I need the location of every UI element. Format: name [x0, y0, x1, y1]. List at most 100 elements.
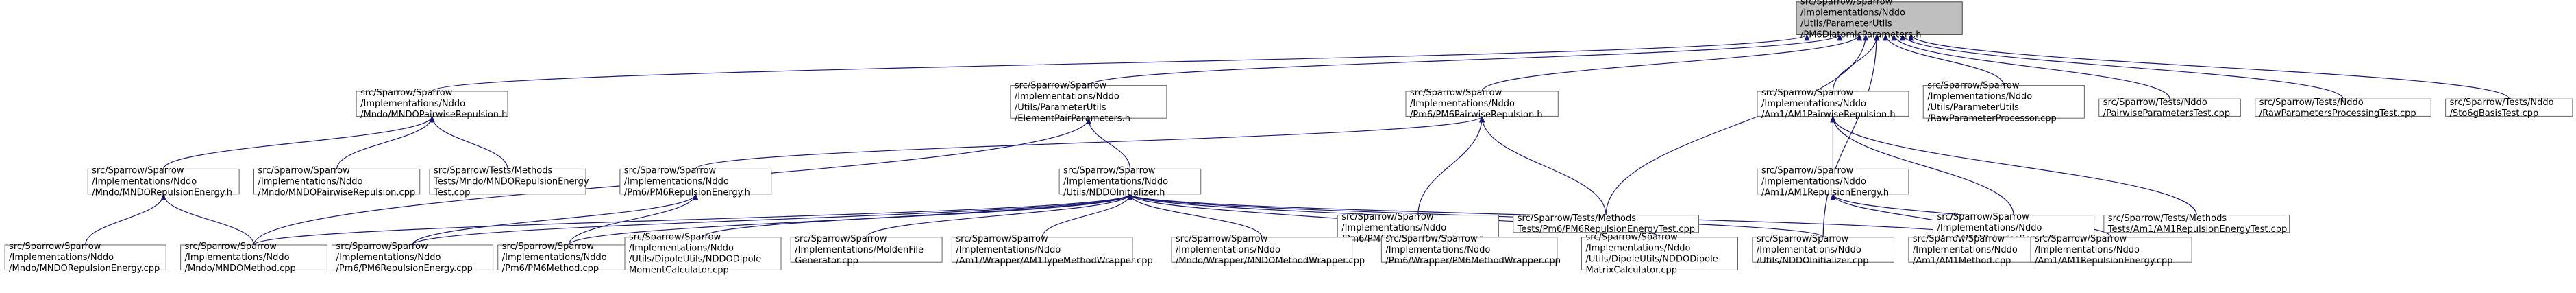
node-box: [497, 244, 640, 270]
graph-node-am1-pair-h[interactable]: src/Sparrow/Sparrow/Implementations/Nddo…: [1757, 88, 1909, 120]
graph-node-raw-param-cpp[interactable]: src/Sparrow/Sparrow/Implementations/Nddo…: [1922, 80, 2085, 124]
node-label: src/Sparrow/Sparrow/Implementations/Nddo…: [92, 166, 232, 198]
graph-node-pm6-rep-energy-h[interactable]: src/Sparrow/Sparrow/Implementations/Nddo…: [619, 166, 772, 198]
include-edge: [1605, 34, 1869, 215]
node-label-line: /RawParameterProcessor.cpp: [1927, 113, 2057, 124]
node-label-line: src/Sparrow/Sparrow: [1761, 88, 1854, 98]
node-label-line: src/Sparrow/Sparrow: [956, 234, 1048, 244]
graph-node-am1-wrapper-cpp[interactable]: src/Sparrow/Sparrow/Implementations/Nddo…: [951, 234, 1153, 266]
node-label-line: /Mndo/MNDOMethod.cpp: [185, 263, 296, 274]
graph-node-am1-rep-energy-h[interactable]: src/Sparrow/Sparrow/Implementations/Nddo…: [1757, 166, 1909, 198]
include-edge: [1127, 193, 1263, 237]
node-box: [1752, 237, 1894, 263]
graph-node-dipole-calc-cpp[interactable]: src/Sparrow/Sparrow/Implementations/Nddo…: [624, 233, 782, 276]
node-label-line: src/Sparrow/Tests/Methods: [2108, 213, 2227, 224]
node-label-line: /Implementations/Nddo: [1761, 99, 1866, 109]
node-label-line: src/Sparrow/Tests/Methods: [434, 166, 552, 176]
node-label-line: /Implementations/Nddo: [1341, 223, 1446, 233]
node-label-line: /Implementations/Nddo: [1385, 245, 1490, 255]
graph-node-dipole-matrix-cpp[interactable]: src/Sparrow/Sparrow/Implementations/Nddo…: [1581, 233, 1738, 276]
include-edge: [1883, 34, 2005, 86]
node-label-line: src/Sparrow/Sparrow: [9, 242, 101, 252]
graph-node-mndo-pair-cpp[interactable]: src/Sparrow/Sparrow/Implementations/Nddo…: [253, 166, 421, 198]
node-label-line: /Implementations/Nddo: [1761, 177, 1866, 187]
include-edge: [336, 115, 435, 169]
node-label-line: /Am1/AM1Method.cpp: [1913, 256, 2011, 266]
node-label: src/Sparrow/Sparrow/Implementations/Nddo…: [336, 242, 473, 274]
node-label-line: src/Sparrow/Tests/Nddo: [2103, 97, 2207, 108]
node-label-line: Tests/Mndo/MNDORepulsionEnergy: [433, 177, 589, 187]
include-edge: [1908, 34, 2510, 99]
node-box: [1058, 168, 1202, 195]
node-label-line: /Am1/AM1PairwiseRepulsion.h: [1761, 110, 1896, 120]
include-edge: [1417, 115, 1485, 215]
node-box: [1757, 91, 1909, 117]
node-label-line: /ElementPairParameters.h: [1015, 113, 1130, 124]
node-label-line: /Pm6/PM6RepulsionEnergy.cpp: [336, 263, 473, 274]
graph-node-pm6-method-cpp[interactable]: src/Sparrow/Sparrow/Implementations/Nddo…: [497, 242, 640, 274]
graph-node-molden-cpp[interactable]: src/Sparrow/Sparrow/Implementations/Mold…: [790, 234, 943, 266]
graph-node-pair-params-test[interactable]: src/Sparrow/Tests/Nddo/PairwiseParameter…: [2098, 97, 2241, 119]
graph-node-am1-pair-cpp[interactable]: src/Sparrow/Sparrow/Implementations/Nddo…: [1933, 212, 2095, 244]
graph-node-elem-pair-h[interactable]: src/Sparrow/Sparrow/Implementations/Nddo…: [1010, 80, 1167, 124]
node-box: [1922, 85, 2085, 119]
graph-node-mndo-rep-energy-cpp[interactable]: src/Sparrow/Sparrow/Implementations/Nddo…: [4, 242, 166, 274]
node-label-line: src/Sparrow/Sparrow: [1757, 234, 1849, 244]
include-edge: [85, 193, 166, 246]
graph-node-mndo-wrapper-cpp[interactable]: src/Sparrow/Sparrow/Implementations/Nddo…: [1171, 234, 1365, 266]
graph-node-pm6-rep-energy-cpp[interactable]: src/Sparrow/Sparrow/Implementations/Nddo…: [332, 242, 494, 274]
node-label-line: /Am1/AM1RepulsionEnergy.h: [1761, 188, 1889, 198]
node-label-line: /Implementations/Nddo: [624, 177, 729, 187]
node-label: src/Sparrow/Sparrow/Implementations/Nddo…: [1385, 234, 1560, 266]
include-edge: [1832, 34, 1880, 92]
node-label-line: Tests/Am1/AM1RepulsionEnergyTest.cpp: [2107, 224, 2287, 235]
node-box: [1933, 215, 2095, 241]
node-label-line: /Pm6/PM6Method.cpp: [502, 263, 599, 274]
node-label-line: src/Sparrow/Sparrow: [629, 233, 721, 243]
graph-node-root[interactable]: src/Sparrow/Sparrow/Implementations/Nddo…: [1796, 0, 1963, 40]
graph-node-pm6-wrapper-cpp[interactable]: src/Sparrow/Sparrow/Implementations/Nddo…: [1380, 234, 1561, 266]
node-label-line: /Implementations/Nddo: [92, 177, 197, 187]
graph-node-mndo-pair-h[interactable]: src/Sparrow/Sparrow/Implementations/Nddo…: [356, 88, 508, 120]
graph-node-am1-rep-energy-cpp[interactable]: src/Sparrow/Sparrow/Implementations/Nddo…: [2030, 234, 2192, 266]
node-label-line: /Implementations/Nddo: [629, 244, 734, 254]
node-label-line: /Implementations/Nddo: [1913, 245, 2018, 255]
node-label-line: /Implementations/Nddo: [1586, 244, 1691, 254]
graph-node-mndo-method-cpp[interactable]: src/Sparrow/Sparrow/Implementations/Nddo…: [180, 242, 327, 274]
node-label-line: /Am1/Wrapper/AM1TypeMethodWrapper.cpp: [956, 256, 1152, 266]
graph-node-pm6-pair-cpp[interactable]: src/Sparrow/Sparrow/Implementations/Nddo…: [1337, 212, 1499, 244]
node-label-line: /Implementations/Nddo: [9, 253, 114, 263]
include-edge: [431, 34, 1810, 92]
node-label-line: src/Sparrow/Sparrow: [1800, 0, 1893, 8]
include-edge: [1900, 34, 2344, 99]
include-edge: [1891, 34, 2170, 99]
graph-node-nddo-init-h[interactable]: src/Sparrow/Sparrow/Implementations/Nddo…: [1058, 166, 1202, 198]
node-label-line: /PairwiseParametersTest.cpp: [2103, 108, 2230, 119]
node-box: [1405, 91, 1559, 117]
node-label-line: /Implementations/Nddo: [2035, 245, 2140, 255]
node-label: src/Sparrow/Sparrow/Implementations/Nddo…: [1586, 233, 1718, 276]
node-label-line: /Mndo/MNDOPairwiseRepulsion.cpp: [258, 188, 416, 198]
node-label-line: src/Sparrow/Sparrow: [1176, 234, 1268, 244]
node-label: src/Sparrow/Sparrow/Implementations/Nddo…: [1761, 88, 1896, 120]
node-label: src/Sparrow/Sparrow/Implementations/Nddo…: [1015, 80, 1130, 124]
node-label: src/Sparrow/Sparrow/Implementations/Nddo…: [1757, 234, 1869, 266]
graph-node-sto6g-test[interactable]: src/Sparrow/Tests/Nddo/Sto6gBasisTest.cp…: [2445, 97, 2573, 119]
node-label: src/Sparrow/Sparrow/Implementations/Nddo…: [1800, 0, 1922, 40]
node-label-line: src/Sparrow/Sparrow: [2035, 234, 2127, 244]
node-label: src/Sparrow/Sparrow/Implementations/Nddo…: [1063, 166, 1168, 198]
graph-node-mndo-rep-energy-h[interactable]: src/Sparrow/Sparrow/Implementations/Nddo…: [87, 166, 240, 198]
node-label: src/Sparrow/Sparrow/Implementations/Nddo…: [2035, 234, 2173, 266]
include-edge: [160, 193, 255, 246]
graph-node-pm6-pair-h[interactable]: src/Sparrow/Sparrow/Implementations/Nddo…: [1405, 88, 1559, 120]
node-label: src/Sparrow/Sparrow/Implementations/Nddo…: [360, 88, 507, 120]
graph-node-nddo-init-cpp[interactable]: src/Sparrow/Sparrow/Implementations/Nddo…: [1752, 234, 1894, 266]
include-edge: [1085, 117, 1131, 169]
node-label-line: /Implementations/Nddo: [185, 253, 290, 263]
graph-node-raw-proc-test[interactable]: src/Sparrow/Tests/Nddo/RawParametersProc…: [2255, 97, 2431, 119]
node-box: [253, 168, 421, 195]
